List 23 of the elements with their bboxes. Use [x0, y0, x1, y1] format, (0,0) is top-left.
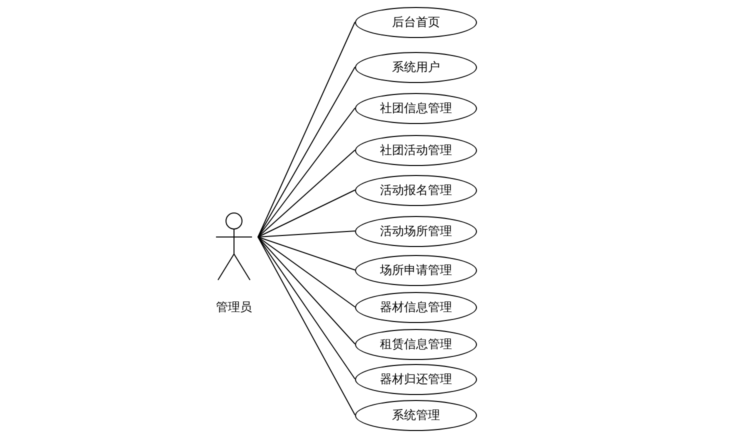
association-line: [258, 236, 356, 344]
association-line: [258, 190, 356, 238]
use-case-label: 活动报名管理: [380, 182, 452, 198]
association-line: [258, 236, 356, 270]
use-case-label: 活动场所管理: [380, 222, 452, 240]
use-case-label: 系统用户: [392, 58, 440, 76]
use-case-label: 场所申请管理: [380, 262, 452, 278]
association-line: [258, 230, 356, 238]
association-line: [258, 66, 356, 238]
use-case-label: 社团信息管理: [380, 100, 452, 116]
association-line: [258, 150, 356, 238]
actor-label: 管理员: [215, 299, 253, 316]
use-case-label: 系统管理: [392, 406, 440, 424]
association-line: [258, 108, 356, 238]
use-case-label: 租赁信息管理: [380, 336, 452, 352]
association-line: [258, 236, 356, 380]
association-line: [258, 236, 356, 308]
use-case-label: 器材归还管理: [380, 370, 452, 388]
association-line: [258, 236, 356, 416]
use-case-label: 后台首页: [392, 14, 440, 30]
association-line: [258, 22, 356, 238]
use-case-label: 器材信息管理: [380, 298, 452, 316]
use-case-label: 社团活动管理: [380, 142, 452, 158]
